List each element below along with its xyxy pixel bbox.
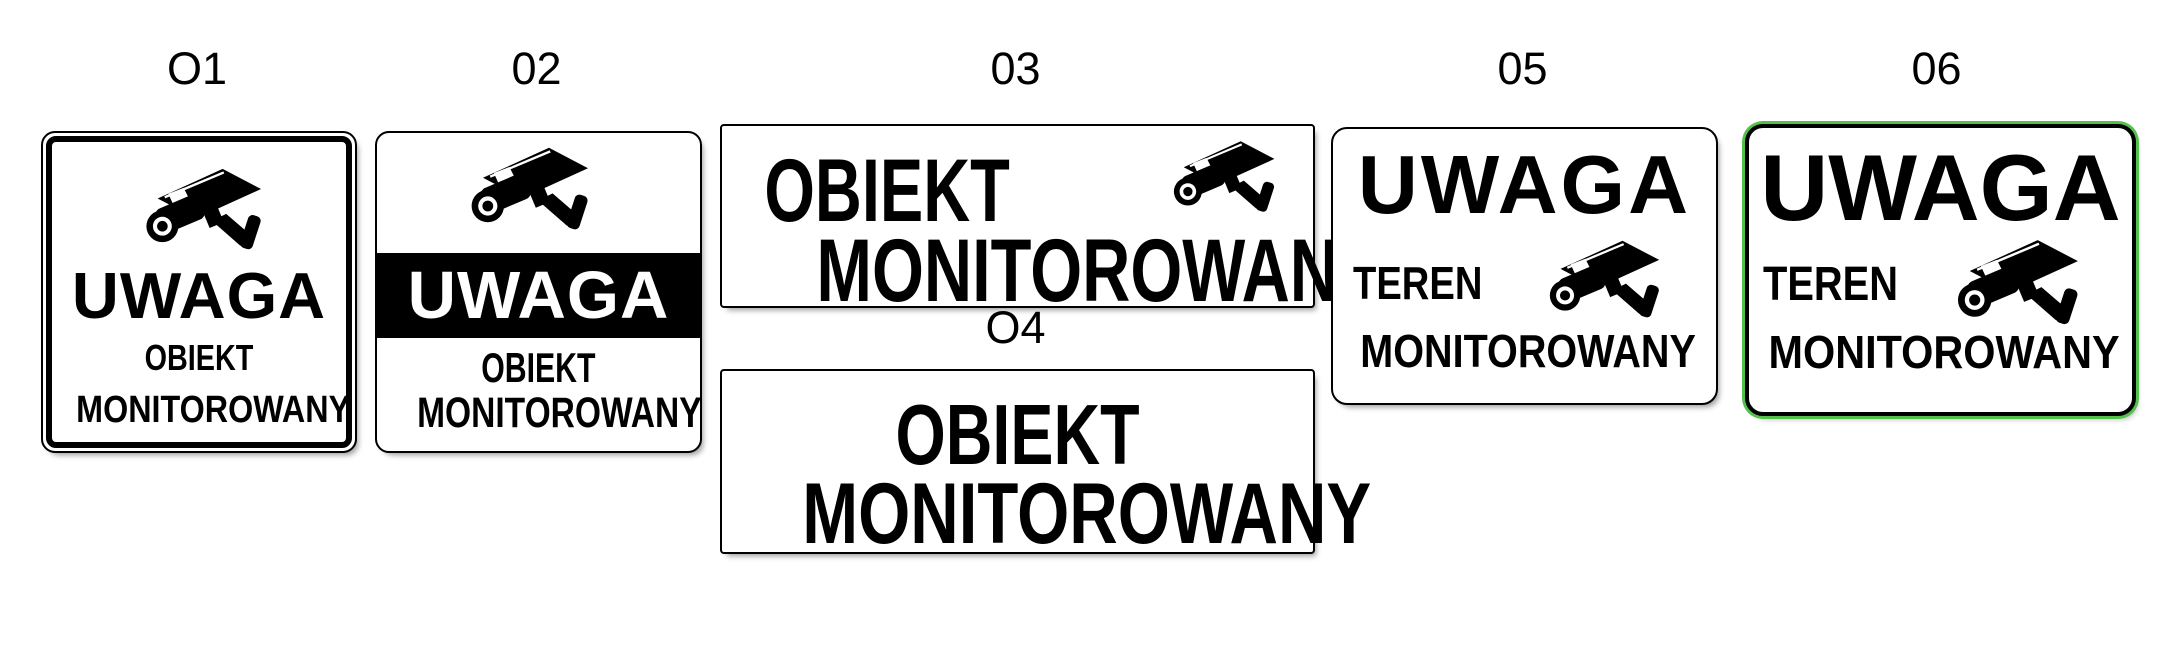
variant-label-06: 06	[1911, 43, 1962, 94]
variant-label-05: 05	[1497, 43, 1548, 94]
variant-label-02: 02	[511, 43, 562, 94]
obiekt-text: OBIEKT	[895, 388, 1140, 483]
sign-02-uwaga-band-obiekt-monitorowany: UWAGA OBIEKT MONITOROWANY	[375, 131, 702, 453]
obiekt-text: OBIEKT	[481, 344, 596, 391]
sign-o1-uwaga-obiekt-monitorowany: UWAGA OBIEKT MONITOROWANY	[41, 131, 357, 453]
variant-label-03: 03	[990, 43, 1041, 94]
monitorowany-text: MONITOROWANY	[1360, 325, 1696, 377]
teren-text: TEREN	[1353, 257, 1483, 309]
cctv-camera-icon	[459, 143, 591, 233]
cctv-camera-icon	[1538, 236, 1662, 321]
sign-o4-obiekt-monitorowany-text-only: OBIEKT MONITOROWANY	[720, 369, 1372, 562]
teren-text: TEREN	[1763, 258, 1899, 311]
uwaga-text: UWAGA	[1760, 135, 2121, 240]
monitorowany-text: MONITOROWANY	[1768, 326, 2120, 378]
uwaga-black-band: UWAGA	[377, 253, 700, 338]
obiekt-text: OBIEKT	[144, 337, 254, 378]
monitorowany-text: MONITOROWANY	[816, 220, 1383, 320]
uwaga-text: UWAGA	[1357, 138, 1692, 231]
uwaga-text: UWAGA	[407, 258, 670, 333]
monitorowany-text: MONITOROWANY	[417, 389, 702, 437]
variant-label-o4: O4	[985, 302, 1046, 353]
variant-label-o1: O1	[166, 43, 228, 94]
cctv-camera-icon	[134, 164, 264, 253]
obiekt-text: OBIEKT	[764, 140, 1011, 240]
sign-03-obiekt-monitorowany-wide: OBIEKT MONITOROWANY	[720, 124, 1383, 315]
monitorowany-text: MONITOROWANY	[802, 466, 1372, 562]
sign-06-uwaga-teren-monitorowany-green-border: UWAGA TEREN MONITOROWANY	[1745, 124, 2136, 416]
cctv-camera-icon	[1945, 235, 2081, 328]
uwaga-text: UWAGA	[71, 259, 327, 332]
sign-05-uwaga-teren-monitorowany: UWAGA TEREN MONITOROWANY	[1331, 127, 1718, 405]
sign-o1-inner-border: UWAGA OBIEKT MONITOROWANY	[46, 136, 352, 448]
monitorowany-text: MONITOROWANY	[76, 389, 351, 431]
